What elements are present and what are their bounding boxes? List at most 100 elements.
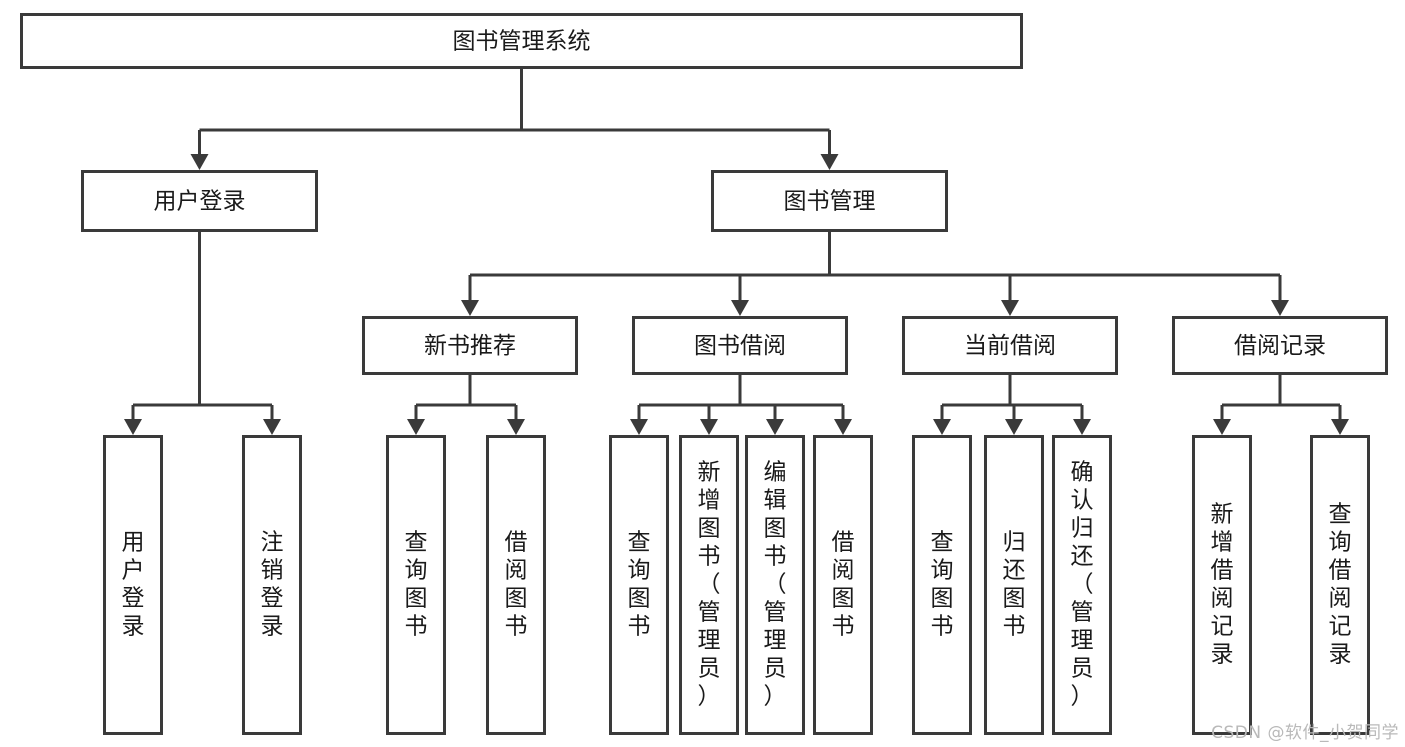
node-label-char: 查 [1329, 502, 1352, 528]
node-box [609, 435, 669, 735]
node-label-char: 辑 [764, 488, 787, 514]
node-label-char: 员 [1071, 656, 1094, 682]
node-label-char: 理 [1071, 628, 1094, 654]
node-label-char: 图 [628, 586, 651, 612]
node-label-char: 借 [1329, 558, 1352, 584]
node-label-char: （ [1071, 572, 1094, 598]
node-label-char: 员 [764, 656, 787, 682]
node-box [813, 435, 873, 735]
node-label-char: 录 [122, 614, 145, 640]
node-box [1172, 316, 1388, 375]
arrow-head-leaf-new-book-recommend-0 [407, 419, 425, 435]
node-label: 用户登录 [154, 189, 246, 215]
node-label: 图书管理系统 [453, 29, 591, 55]
node-label-char: 编 [764, 460, 787, 486]
arrow-head-leaf-current-borrow-1 [1005, 419, 1023, 435]
node-label-char: 书 [1003, 614, 1026, 640]
node-label-char: 借 [505, 530, 528, 556]
node-label-char: 录 [1211, 642, 1234, 668]
node-label-char: 录 [1329, 642, 1352, 668]
node-label-char: 归 [1003, 530, 1026, 556]
node-label-char: 图 [764, 516, 787, 542]
node-box [1052, 435, 1112, 735]
node-label-char: 归 [1071, 516, 1094, 542]
node-label-char: 阅 [1329, 586, 1352, 612]
node-box [386, 435, 446, 735]
node-user-login[interactable]: 用户登录 [81, 170, 318, 232]
arrow-head-book-management-0 [461, 300, 479, 316]
node-label: 新书推荐 [424, 333, 516, 359]
node-label-char: 还 [1071, 544, 1094, 570]
node-box [902, 316, 1118, 375]
node-box [486, 435, 546, 735]
node-label-char: 员 [698, 656, 721, 682]
node-label-char: ） [698, 684, 721, 710]
node-label-char: 图 [405, 586, 428, 612]
connector-layer [124, 69, 1349, 435]
node-box [632, 316, 848, 375]
node-label-char: 用 [122, 530, 145, 556]
node-layer: 图书管理系统用户登录图书管理新书推荐图书借阅当前借阅借阅记录用户登录注销登录查询… [20, 13, 1388, 735]
node-label-char: 理 [698, 628, 721, 654]
node-label-char: 询 [628, 558, 651, 584]
node-label-char: 图 [1003, 586, 1026, 612]
arrow-head-book-management-1 [731, 300, 749, 316]
node-label-char: ） [1071, 684, 1094, 710]
arrow-head-leaf-borrow-record-1 [1331, 419, 1349, 435]
node-label: 图书借阅 [694, 333, 786, 359]
node-label-char: 图 [698, 516, 721, 542]
node-label-char: 阅 [832, 558, 855, 584]
node-box [711, 170, 948, 232]
node-label-char: 查 [931, 530, 954, 556]
node-label-char: 记 [1329, 614, 1352, 640]
node-label-char: 书 [931, 614, 954, 640]
node-label-char: 还 [1003, 558, 1026, 584]
arrow-head-book-management-3 [1271, 300, 1289, 316]
arrow-head-book-management-2 [1001, 300, 1019, 316]
arrow-head-leaf-book-borrow-0 [630, 419, 648, 435]
node-label-char: 书 [764, 544, 787, 570]
arrow-head-leaf-user-login-1 [263, 419, 281, 435]
node-label-char: 查 [628, 530, 651, 556]
node-box [20, 13, 1023, 69]
node-label-char: 新 [1211, 502, 1234, 528]
node-book-borrow[interactable]: 图书借阅 [632, 316, 848, 375]
node-label-char: 增 [1211, 530, 1234, 556]
node-label-char: 新 [698, 460, 721, 486]
node-label-char: 询 [405, 558, 428, 584]
node-label-char: 书 [698, 544, 721, 570]
arrow-head-leaf-book-borrow-2 [766, 419, 784, 435]
node-box [912, 435, 972, 735]
node-label-char: 确 [1071, 460, 1094, 486]
node-label-char: 户 [122, 558, 145, 584]
arrow-head-leaf-new-book-recommend-1 [507, 419, 525, 435]
node-leaf-user-login[interactable]: 用户登录 [103, 435, 163, 735]
node-book-management[interactable]: 图书管理 [711, 170, 948, 232]
node-label-char: 管 [698, 600, 721, 626]
node-label-char: 录 [261, 614, 284, 640]
arrow-head-leaf-current-borrow-0 [933, 419, 951, 435]
node-borrow-record[interactable]: 借阅记录 [1172, 316, 1388, 375]
node-label-char: 图 [832, 586, 855, 612]
node-new-book-recommend[interactable]: 新书推荐 [362, 316, 578, 375]
node-label-char: 借 [1211, 558, 1234, 584]
node-box [81, 170, 318, 232]
node-root[interactable]: 图书管理系统 [20, 13, 1023, 69]
node-label-char: 登 [122, 586, 145, 612]
node-label-char: （ [764, 572, 787, 598]
node-label-char: 书 [628, 614, 651, 640]
node-current-borrow[interactable]: 当前借阅 [902, 316, 1118, 375]
node-label-char: 记 [1211, 614, 1234, 640]
